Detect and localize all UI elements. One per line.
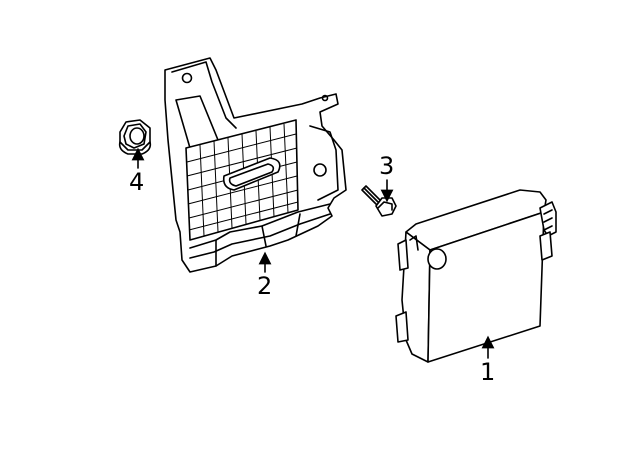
callout-2: 2 bbox=[257, 272, 272, 300]
callout-3: 3 bbox=[379, 152, 394, 180]
part-3-bolt bbox=[361, 185, 397, 217]
callout-4: 4 bbox=[129, 168, 144, 196]
part-2-bracket bbox=[164, 57, 347, 273]
callout-1: 1 bbox=[480, 358, 495, 386]
part-1-control-module bbox=[395, 189, 557, 363]
part-4-flange-nut bbox=[118, 119, 152, 155]
